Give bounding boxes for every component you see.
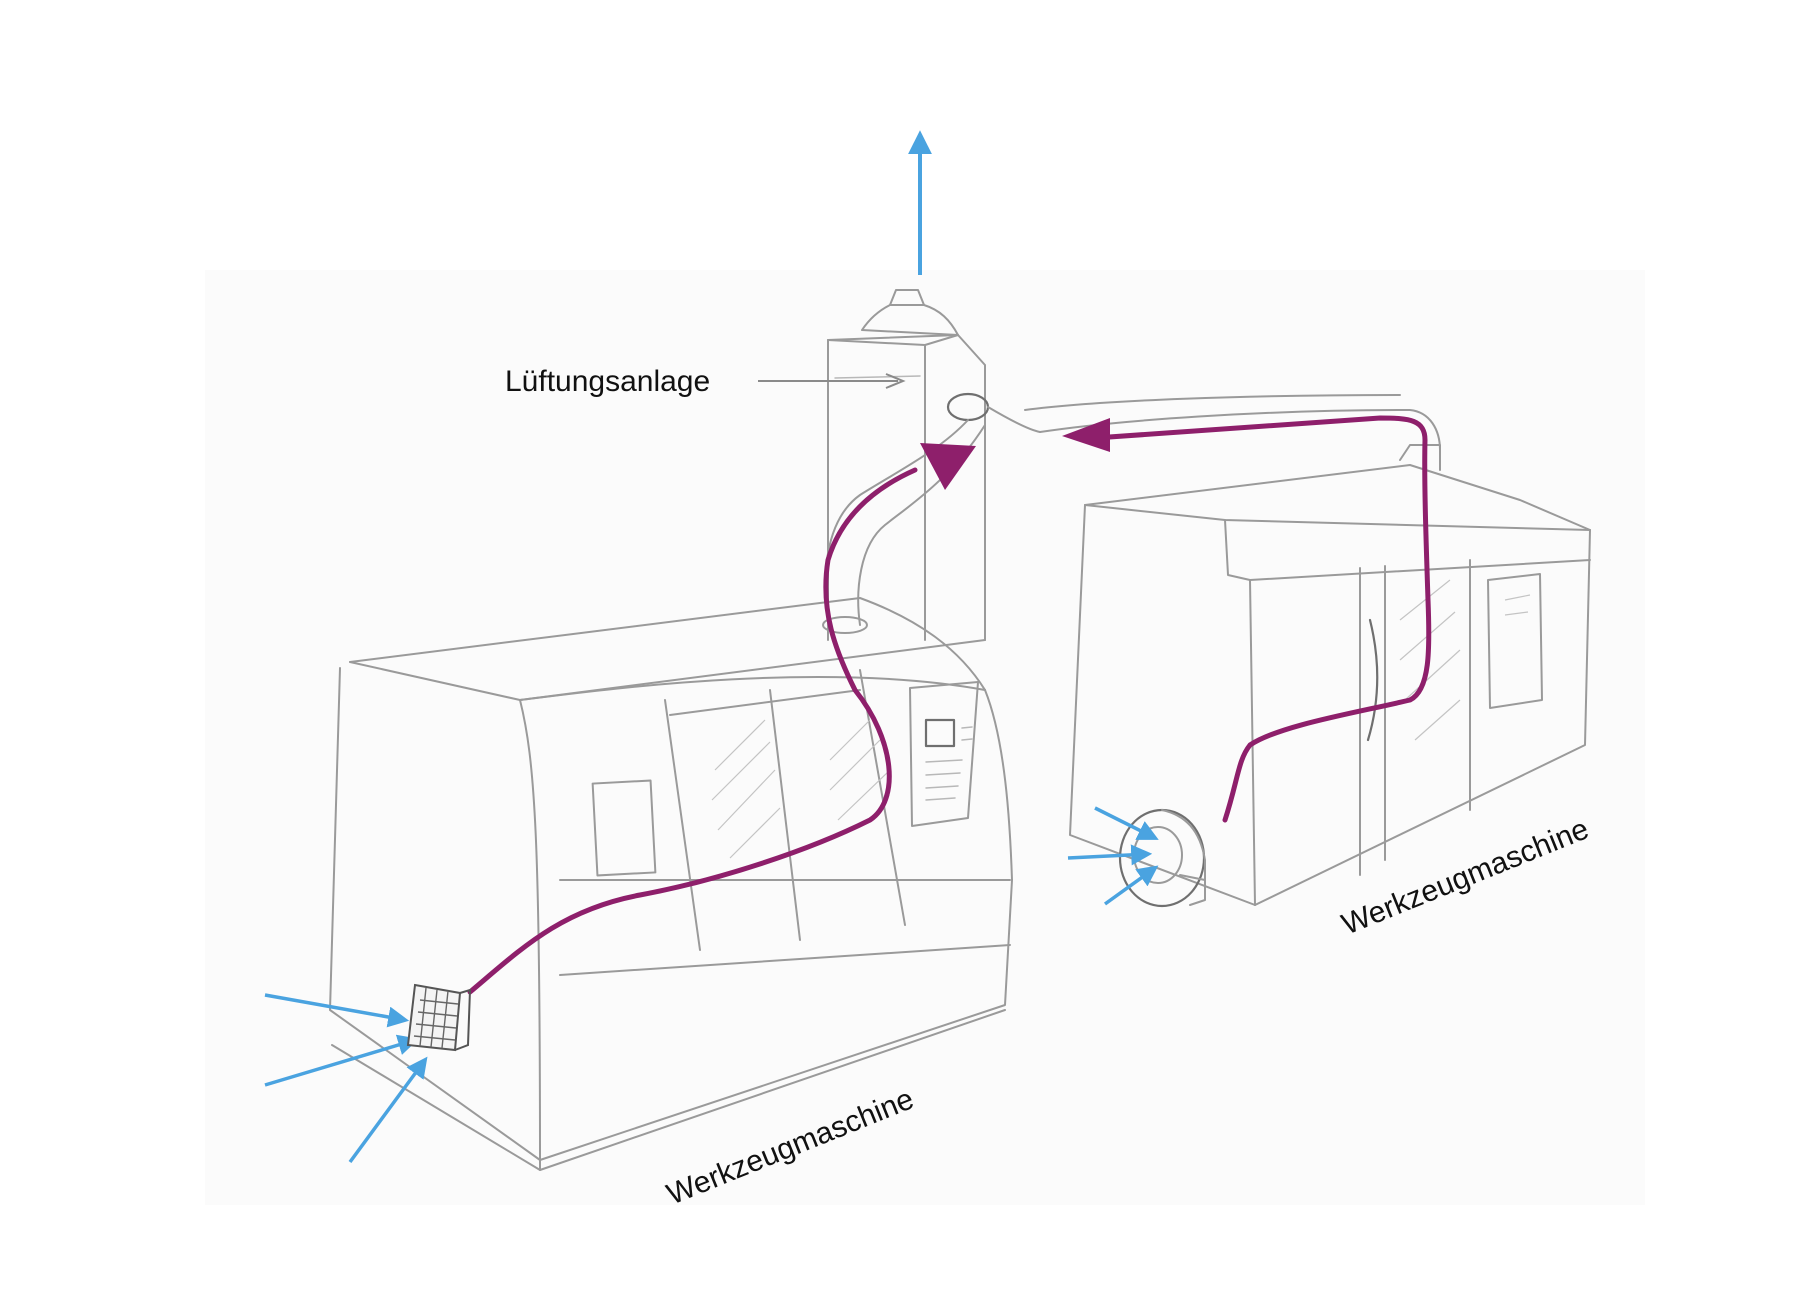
- machine-left: [329, 419, 1013, 1171]
- ventilation-unit-label: Lüftungsanlage: [505, 365, 710, 398]
- pointer-arrowhead: [885, 373, 906, 389]
- exhaust-flow: [467, 415, 1432, 995]
- grille-icon: [406, 983, 472, 1052]
- fresh-air-flow: [264, 130, 1159, 1164]
- machine-right: [1069, 444, 1591, 908]
- duct-lower: [1024, 394, 1401, 411]
